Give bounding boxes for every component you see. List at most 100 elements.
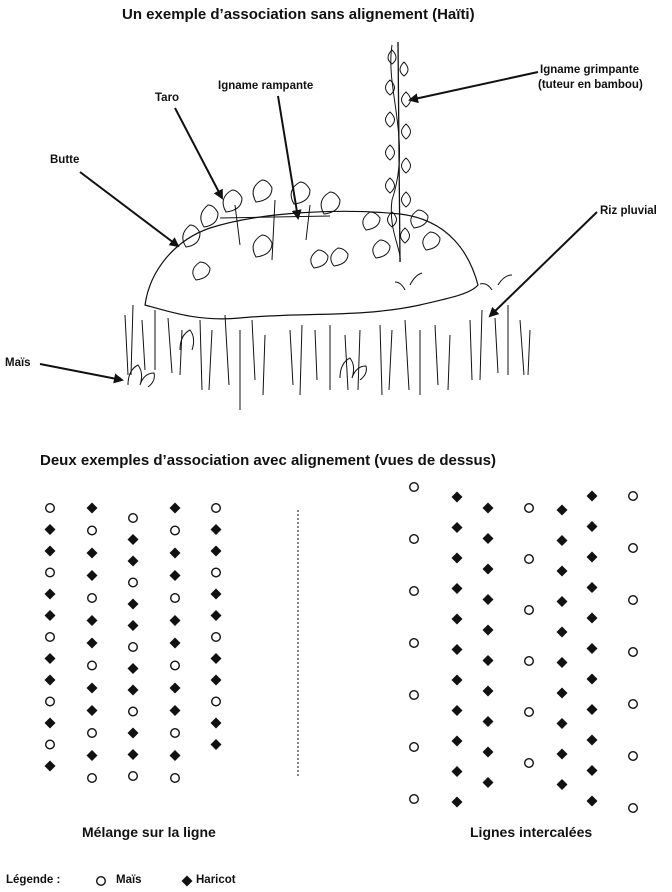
haricot-diamond-icon [586, 490, 598, 502]
mais-circle-icon [628, 491, 639, 502]
haricot-diamond-icon [586, 765, 598, 776]
haricot-diamond-icon [451, 674, 463, 686]
mais-circle-icon [628, 803, 639, 814]
mais-circle-icon [524, 554, 535, 565]
haricot-diamond-icon [127, 620, 139, 631]
climbing-yam-leaves [385, 44, 411, 263]
haricot-diamond-icon [451, 613, 463, 625]
mais-circle-icon [86, 773, 97, 784]
legend-diamond-icon [181, 875, 193, 887]
mais-circle-icon [45, 567, 56, 578]
haricot-diamond-icon [210, 588, 222, 600]
arrow-taro [174, 107, 223, 200]
mais-circle-icon [169, 660, 180, 671]
haricot-diamond-icon [556, 687, 568, 699]
mais-circle-icon [210, 503, 221, 514]
haricot-diamond-icon [169, 750, 181, 761]
haricot-diamond-icon [451, 735, 463, 747]
mais-circle-icon [169, 593, 180, 604]
haricot-diamond-icon [127, 663, 139, 674]
label-igname-rampante: Igname rampante [218, 80, 314, 92]
haricot-diamond-icon [86, 637, 98, 649]
haricot-diamond-icon [556, 596, 568, 607]
haricot-diamond-icon [482, 563, 494, 575]
mais-circle-icon [524, 605, 535, 616]
haricot-diamond-icon [556, 626, 568, 638]
haricot-diamond-icon [210, 674, 222, 686]
haricot-diamond-icon [169, 705, 181, 716]
corn-plants [127, 329, 367, 388]
haricot-diamond-icon [127, 534, 139, 545]
mais-circle-icon [127, 513, 138, 524]
mais-circle-icon [628, 751, 639, 762]
caption-melange: Mélange sur la ligne [82, 824, 216, 840]
mais-circle-icon [127, 706, 138, 717]
mais-circle-icon [409, 586, 420, 597]
haricot-diamond-icon [44, 545, 56, 557]
haricot-diamond-icon [86, 547, 98, 559]
mais-circle-icon [524, 707, 535, 718]
haricot-diamond-icon [482, 777, 494, 788]
legend-mais-label: Maïs [116, 874, 142, 886]
haricot-diamond-icon [86, 615, 98, 626]
lignes-intercalees-grid [409, 482, 639, 814]
haricot-diamond-icon [556, 779, 568, 790]
haricot-diamond-icon [44, 674, 56, 686]
legend-prefix: Légende : [6, 874, 61, 886]
haricot-diamond-icon [44, 760, 56, 772]
haricot-diamond-icon [556, 748, 568, 760]
mais-circle-icon [86, 525, 97, 536]
mais-circle-icon [169, 773, 180, 784]
haricot-diamond-icon [482, 746, 494, 758]
mais-circle-icon [45, 632, 56, 643]
mais-circle-icon [45, 696, 56, 707]
mais-circle-icon [524, 758, 535, 769]
mais-circle-icon [45, 739, 56, 750]
haricot-diamond-icon [556, 657, 568, 668]
haricot-diamond-icon [586, 612, 598, 624]
mais-circle-icon [409, 742, 420, 753]
haricot-diamond-icon [451, 491, 463, 503]
mais-circle-icon [409, 638, 420, 649]
haricot-diamond-icon [169, 570, 181, 581]
label-tuteur: (tuteur en bambou) [538, 79, 643, 91]
label-taro: Taro [155, 92, 180, 104]
haricot-diamond-icon [556, 718, 568, 729]
haricot-diamond-icon [44, 653, 56, 664]
mais-circle-icon [409, 690, 420, 701]
top-title: Un exemple d’association sans alignement… [122, 6, 475, 23]
haricot-diamond-icon [210, 545, 222, 557]
label-mais: Maïs [5, 357, 31, 369]
mais-circle-icon [524, 656, 535, 667]
taro-leaves [182, 179, 441, 281]
arrow-riz [488, 211, 598, 318]
mais-circle-icon [127, 642, 138, 653]
haricot-diamond-icon [451, 766, 463, 777]
haricot-diamond-icon [127, 727, 139, 739]
haricot-diamond-icon [169, 637, 181, 649]
haricot-diamond-icon [451, 583, 463, 594]
mais-circle-icon [210, 567, 221, 578]
mais-circle-icon [628, 543, 639, 554]
haricot-diamond-icon [586, 551, 598, 563]
haricot-diamond-icon [451, 796, 463, 808]
haricot-diamond-icon [86, 682, 98, 694]
mais-circle-icon [628, 699, 639, 710]
haricot-diamond-icon [210, 739, 222, 750]
mais-circle-icon [210, 696, 221, 707]
haricot-diamond-icon [556, 504, 568, 516]
label-riz-pluvial: Riz pluvial [600, 205, 657, 217]
mais-circle-icon [169, 728, 180, 739]
mais-circle-icon [409, 794, 420, 805]
haricot-diamond-icon [210, 610, 222, 621]
haricot-diamond-icon [451, 705, 463, 716]
haricot-diamond-icon [586, 795, 598, 807]
arrow-butte [79, 171, 180, 248]
haricot-diamond-icon [210, 653, 222, 664]
mais-circle-icon [86, 728, 97, 739]
arrow-mais [39, 363, 124, 384]
label-butte: Butte [50, 154, 80, 166]
grass-tufts [124, 272, 531, 410]
haricot-diamond-icon [127, 684, 139, 696]
arrow-igname-rampante [277, 95, 302, 220]
